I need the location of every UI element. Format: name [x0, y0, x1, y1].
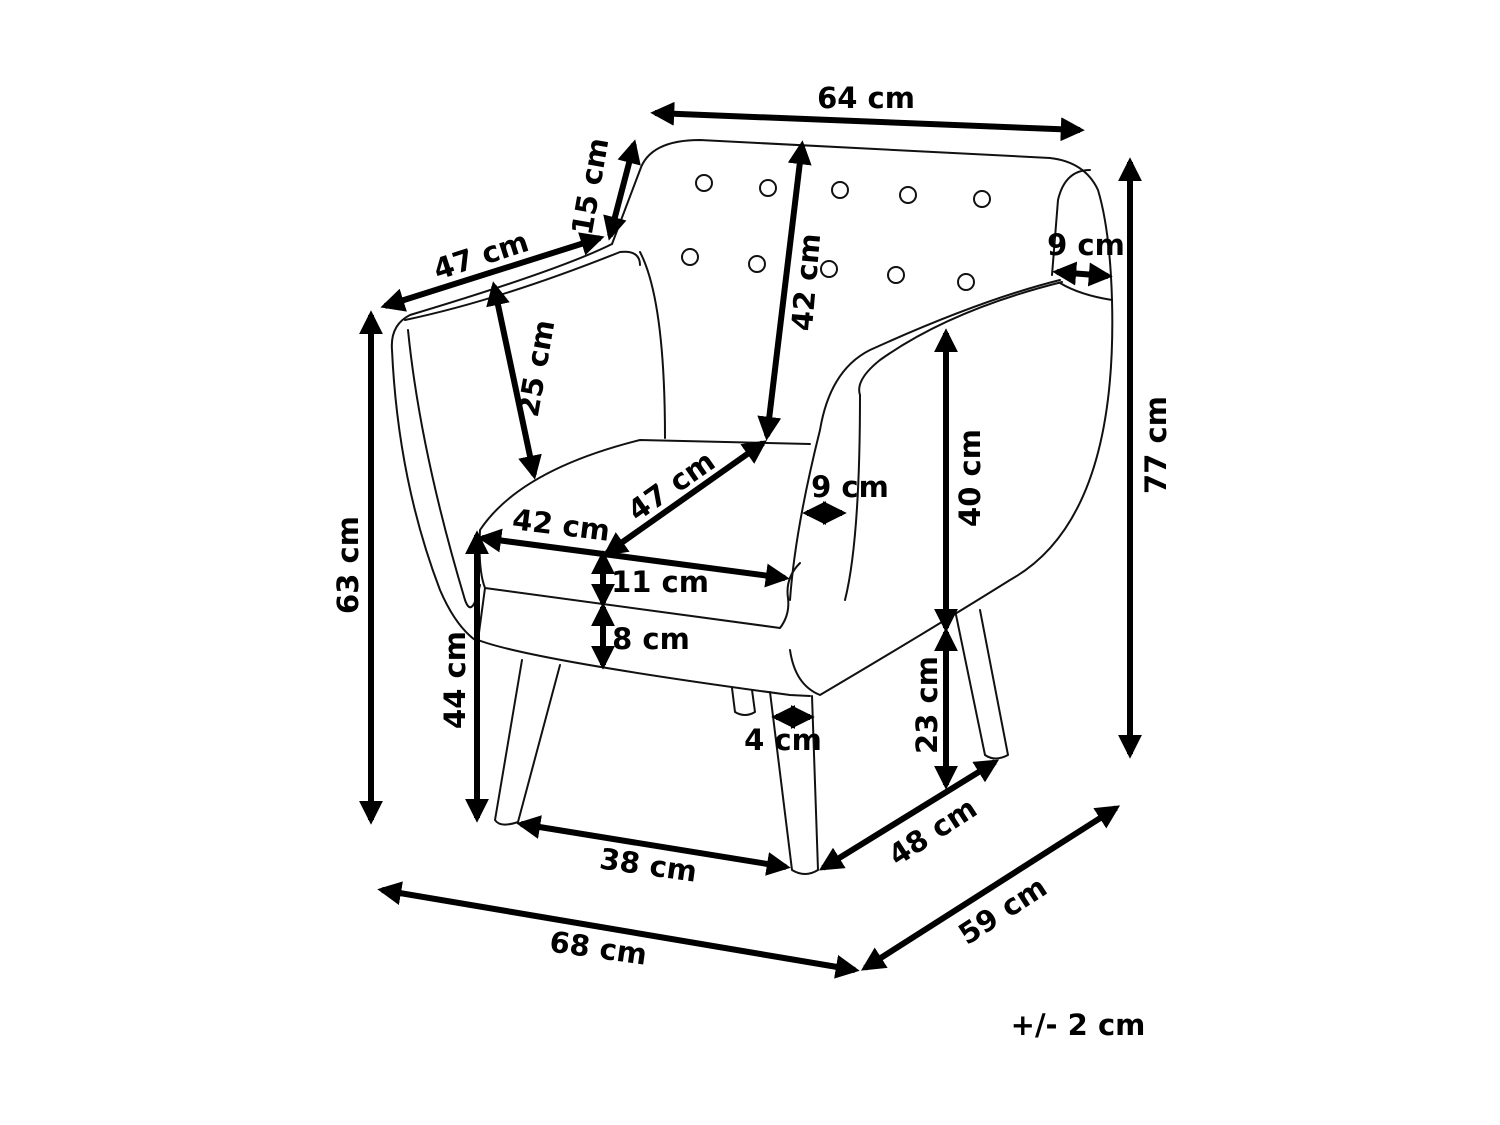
tolerance-note: +/- 2 cm — [1011, 1008, 1146, 1042]
seat-base-outline — [477, 587, 811, 697]
label-back-side-thickness: 9 cm — [1047, 228, 1125, 262]
label-base-thickness: 8 cm — [612, 622, 690, 656]
front-right-leg — [769, 691, 819, 875]
backrest-side — [1051, 169, 1091, 276]
dimension-labels: 64 cm 15 cm 47 cm 42 cm 9 cm 77 cm 63 cm… — [331, 81, 1173, 1042]
label-leg-height: 23 cm — [910, 656, 944, 754]
label-seat-height: 44 cm — [438, 631, 472, 729]
right-arm-outline — [789, 299, 1114, 696]
label-back-top-depth: 15 cm — [565, 135, 615, 237]
label-backrest-width: 64 cm — [817, 81, 915, 115]
label-total-height: 77 cm — [1139, 396, 1173, 494]
front-left-leg — [494, 659, 561, 826]
label-arm-height: 63 cm — [331, 516, 365, 614]
label-seat-to-arm-height: 40 cm — [953, 429, 987, 527]
label-leg-thickness: 4 cm — [744, 723, 822, 757]
back-right-leg — [954, 609, 1009, 760]
label-back-height: 42 cm — [785, 232, 827, 332]
back-left-leg — [731, 687, 756, 716]
label-inner-arm-height: 25 cm — [511, 317, 561, 419]
label-cushion-thickness: 11 cm — [611, 565, 709, 599]
tufting-buttons — [681, 174, 991, 291]
backrest-outline — [611, 139, 1113, 301]
label-arm-thickness: 9 cm — [811, 470, 889, 504]
dimension-arrows — [359, 101, 1142, 979]
